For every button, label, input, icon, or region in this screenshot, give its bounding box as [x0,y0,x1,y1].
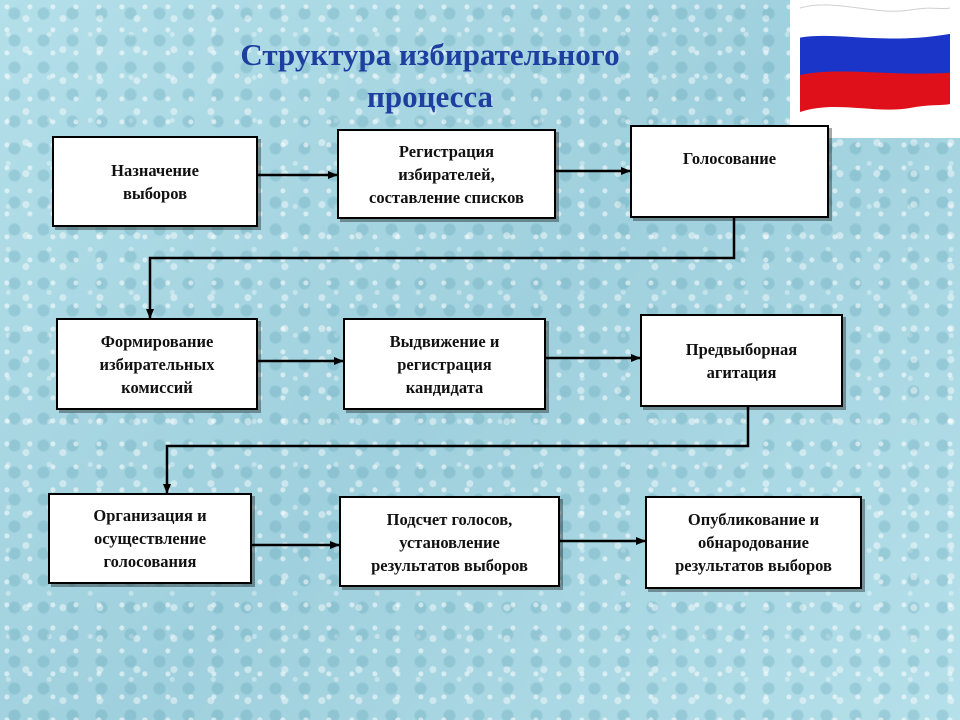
step-box-formirovanie-komissiy: Формирование избирательных комиссий [56,318,258,410]
step-box-registratsiya-izbirateley: Регистрация избирателей, составление спи… [337,129,556,219]
arrow-connector [146,218,736,319]
step-box-organizatsiya-golosovaniya: Организация и осуществление голосования [48,493,252,584]
page-title: Структура избирательного процесса [240,37,620,114]
russian-flag-icon [790,0,960,138]
step-box-naznachenie-vyborov: Назначение выборов [52,136,258,227]
step-box-golosovanie: Голосование [630,125,829,218]
step-box-podschet-golosov: Подсчет голосов, установление результато… [339,496,560,587]
arrow-connector [163,407,750,494]
step-box-vydvizhenie-kandidata: Выдвижение и регистрация кандидата [343,318,546,410]
step-box-opublikovanie-rezultatov: Опубликование и обнародование результато… [645,496,862,589]
step-box-predvybornaya-agitatsiya: Предвыборная агитация [640,314,843,407]
